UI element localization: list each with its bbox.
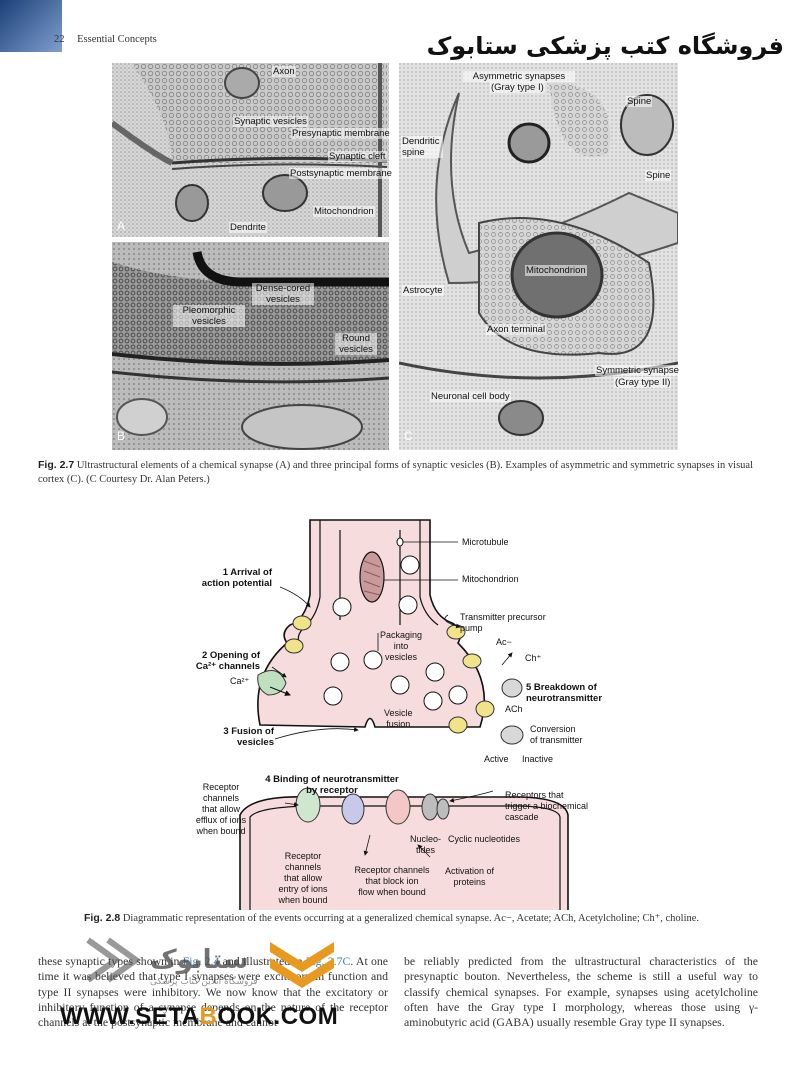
label-spine-top: Spine: [626, 96, 653, 107]
label-transmitter-pump: Transmitter precursor pump: [460, 612, 546, 633]
label-receptor-entry: Receptor channels that allow entry of io…: [278, 851, 328, 905]
label-asymmetric-synapses: Asymmetric synapses: [463, 71, 575, 82]
label-step2: 2 Opening of Ca²⁺ channels: [195, 650, 260, 672]
figure-2-8-diagram: [239, 519, 569, 910]
label-packaging: Packaging into vesicles: [380, 630, 423, 662]
label-active: Active: [484, 754, 509, 764]
label-gray-type-2: (Gray type II): [614, 377, 672, 388]
label-mitochondrion-c: Mitochondrion: [525, 265, 587, 276]
link-fig-2-4[interactable]: Fig. 2.4: [182, 954, 220, 968]
figure-2-8-caption: Fig. 2.8 Diagrammatic representation of …: [84, 911, 774, 926]
label-mitochondrion-diagram: Mitochondrion: [462, 574, 519, 584]
watermark-title: فروشگاه کتب پزشکی ستابوک: [426, 32, 784, 60]
label-axon-terminal: Axon terminal: [486, 324, 547, 335]
label-activation: Activation of proteins: [445, 866, 495, 887]
label-astrocyte: Astrocyte: [402, 285, 444, 296]
receptor-cascade-2: [436, 798, 450, 820]
label-spine-right: Spine: [645, 170, 672, 181]
watermark-logo: ستابوک فروشگاه آنلاین کتاب پزشکی: [86, 937, 334, 988]
figure-2-7-caption: Fig. 2.7 Ultrastructural elements of a c…: [38, 458, 758, 487]
body-left-text-1: these synaptic types shown in: [38, 954, 180, 968]
label-step1: 1 Arrival of action potential: [201, 567, 272, 589]
body-right-column: be reliably predicted from the ultrastru…: [404, 954, 758, 1030]
label-round-vesicles: Round vesicles: [335, 333, 377, 355]
running-header: 22 Essential Concepts: [54, 34, 157, 45]
figure-2-7-panel-c: [399, 63, 678, 450]
receptor-cascade-1: [421, 793, 439, 821]
micrograph-c: [399, 63, 678, 450]
label-step4: 4 Binding of neurotransmitter by recepto…: [265, 774, 399, 796]
label-symmetric-synapse: Symmetric synapse: [595, 365, 680, 376]
label-presynaptic-membrane: Presynaptic membrane: [291, 128, 391, 139]
calcium-channel: [257, 670, 287, 696]
label-synaptic-vesicles: Synaptic vesicles: [233, 116, 308, 127]
label-dense-cored-vesicles: Dense-cored vesicles: [252, 283, 314, 305]
label-ca: Ca²⁺: [230, 676, 250, 686]
caption-label-2-8: Fig. 2.8: [84, 912, 121, 924]
microtubule-cross-section: [396, 537, 404, 547]
channel-markers: [284, 615, 495, 734]
label-ach: ACh: [505, 704, 523, 714]
receptor-block: [385, 789, 411, 825]
page-corner-accent: [0, 0, 62, 52]
caption-text-2-7: Ultrastructural elements of a chemical s…: [38, 460, 753, 485]
panel-letter-b: B: [117, 429, 126, 443]
label-nucleotides: Nucleo- tides: [410, 834, 442, 855]
label-neuronal-cell-body: Neuronal cell body: [430, 391, 511, 402]
watermark-url-o: B: [199, 1003, 218, 1030]
label-receptor-cascade: Receptors that trigger a biochemical cas…: [505, 790, 589, 822]
enzyme-breakdown: [501, 678, 523, 698]
label-step3: 3 Fusion of vesicles: [223, 726, 274, 748]
watermark-url-pre: WWW.SETA: [60, 1003, 200, 1030]
running-title: Essential Concepts: [77, 34, 157, 45]
label-vesicle-fusion: Vesicle fusion: [384, 708, 413, 729]
label-synaptic-cleft: Synaptic cleft: [328, 151, 387, 162]
panel-letter-c: C: [404, 429, 413, 443]
vesicles: [323, 555, 468, 711]
watermark-logo-sub: فروشگاه آنلاین کتاب پزشکی: [150, 975, 258, 987]
label-cyclic: Cyclic nucleotides: [448, 834, 521, 844]
label-inactive: Inactive: [522, 754, 554, 764]
watermark-url-post: OOK.COM: [217, 1003, 339, 1030]
label-axon: Axon: [272, 66, 296, 77]
page-number: 22: [54, 34, 65, 45]
label-mitochondrion-a: Mitochondrion: [313, 206, 375, 217]
watermark-url[interactable]: WWW.SETABOOK.COM: [60, 1003, 338, 1031]
label-ac-minus: Ac−: [496, 637, 512, 647]
label-microtubule: Microtubule: [462, 537, 509, 547]
caption-text-2-8: Diagrammatic representation of the event…: [122, 913, 700, 924]
label-step5: 5 Breakdown of neurotransmitter: [526, 682, 603, 704]
label-pleomorphic-vesicles: Pleomorphic vesicles: [173, 305, 245, 327]
label-dendritic-spine: Dendritic spine: [401, 136, 443, 158]
panel-letter-a: A: [117, 219, 126, 233]
label-postsynaptic-membrane: Postsynaptic membrane: [289, 168, 393, 179]
label-receptor-efflux: Receptor channels that allow efflux of i…: [195, 782, 247, 836]
watermark-logo-text: ستابوک: [150, 945, 249, 975]
enzyme-conversion: [500, 725, 524, 745]
label-gray-type-1: (Gray type I): [490, 82, 545, 93]
caption-label-2-7: Fig. 2.7: [38, 459, 75, 471]
receptor-entry: [341, 793, 365, 825]
label-receptor-block: Receptor channels that block ion flow wh…: [354, 865, 430, 897]
label-dendrite: Dendrite: [229, 222, 267, 233]
label-ch-plus: Ch⁺: [525, 653, 542, 663]
label-conversion: Conversion of transmitter: [530, 724, 583, 745]
mitochondrion-shape: [359, 551, 385, 603]
